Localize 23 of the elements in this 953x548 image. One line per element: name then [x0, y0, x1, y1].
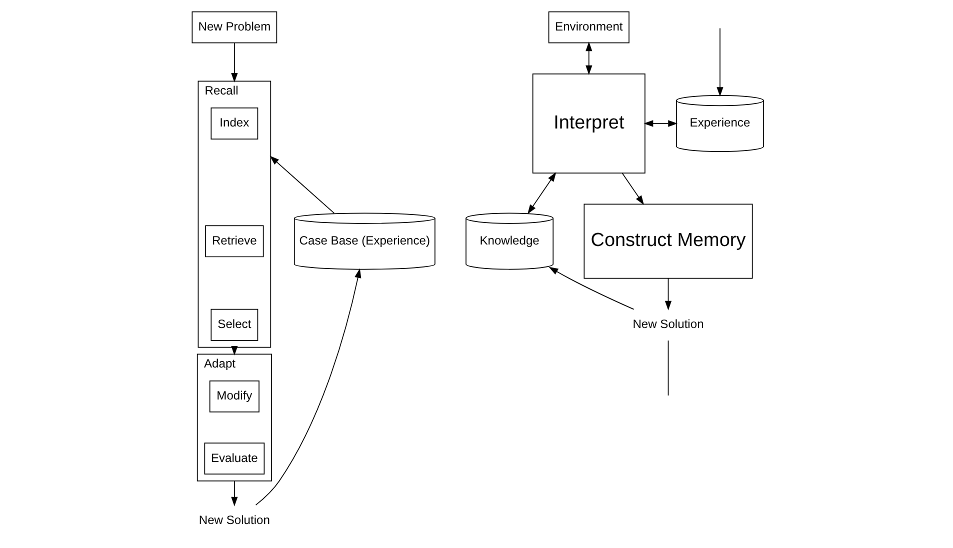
- node-text: New Solution: [198, 512, 270, 527]
- arrow: [585, 42, 592, 75]
- node-box: Evaluate: [204, 442, 264, 475]
- arrow: [254, 268, 361, 506]
- node-box: Environment: [548, 11, 629, 44]
- node-box: Modify: [208, 380, 259, 412]
- arrow: [230, 480, 238, 506]
- node-box: Retrieve: [204, 225, 264, 258]
- arrow: [664, 278, 672, 310]
- node-box: Index: [210, 108, 258, 140]
- node-box: Select: [210, 308, 258, 341]
- arrow: [716, 28, 723, 97]
- arrow: [548, 266, 634, 310]
- node-box: Construct Memory: [583, 204, 752, 279]
- node-box: Interpret: [532, 73, 645, 174]
- arrow: [230, 42, 238, 83]
- arrow: [269, 156, 334, 214]
- node-text: New Solution: [632, 317, 704, 332]
- connector: [667, 340, 668, 396]
- arrow: [527, 172, 556, 214]
- arrow: [621, 172, 644, 205]
- arrow: [643, 120, 678, 127]
- node-box: New Problem: [191, 11, 277, 44]
